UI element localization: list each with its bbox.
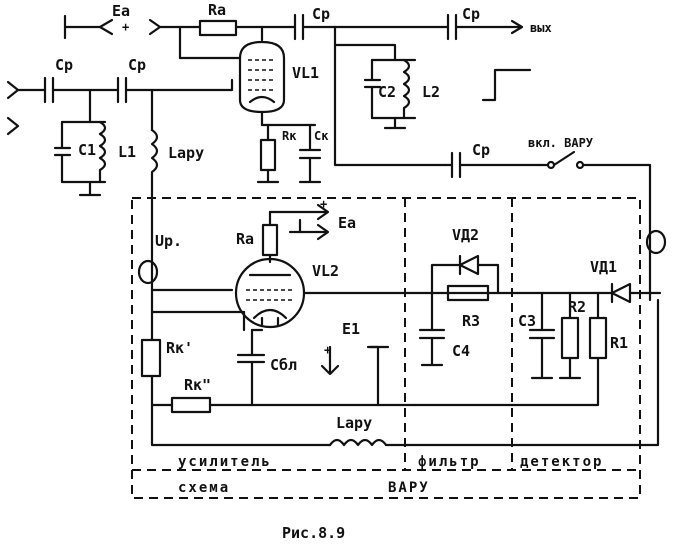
caption-filter: фильтр [418, 454, 481, 470]
resistor-r3 [446, 284, 490, 302]
diode-vd2 [430, 254, 500, 295]
label-r1: R1 [610, 334, 628, 352]
dashed-box-varu [131, 197, 641, 499]
label-l2: L2 [422, 83, 440, 101]
label-cp2: Cр [462, 5, 480, 23]
tank-l1-c1 [53, 88, 107, 197]
input-connector [6, 76, 120, 136]
label-c2: C2 [378, 83, 396, 101]
caption-amplifier: усилитель [178, 454, 272, 470]
caption-detector: детектор [520, 454, 603, 470]
label-out: вых [530, 21, 552, 35]
capacitor-c4 [418, 291, 446, 367]
capacitor-cp5 [443, 151, 542, 179]
figure-caption: Рис.8.9 [282, 524, 345, 542]
label-vl2: VL2 [312, 262, 339, 280]
label-e1: E1 [342, 320, 360, 338]
label-c4: C4 [452, 342, 470, 360]
label-switch: вкл. ВАРУ [528, 136, 594, 150]
label-c1: C1 [78, 141, 96, 159]
capacitor-cp2 [333, 13, 524, 41]
label-vl1: VL1 [292, 64, 319, 82]
tube-vl2 [234, 257, 306, 329]
label-c3: C3 [518, 312, 536, 330]
label-cp1: Cр [312, 5, 330, 23]
label-rk1: Rк' [166, 339, 193, 357]
svg-text:+: + [324, 343, 331, 357]
label-ck: Cк [314, 129, 329, 143]
diode-vd1 [610, 282, 662, 304]
label-vd2: VД2 [452, 226, 479, 244]
caption-scheme: схема [178, 480, 230, 496]
label-l1: L1 [118, 143, 136, 161]
resistor-ra-top [178, 19, 264, 60]
inductor-lapr [150, 88, 159, 182]
resistor-ra2 [261, 203, 330, 264]
test-point-ur [137, 178, 159, 342]
label-ra-top: Rа [208, 1, 226, 19]
detector-load [413, 291, 608, 407]
svg-text:+: + [122, 20, 129, 34]
supply-e1: + [320, 343, 390, 407]
label-lapr: Lару [168, 144, 204, 162]
label-rk2: Rк" [184, 376, 211, 394]
label-rk: Rк [282, 129, 297, 143]
label-vd1: VД1 [590, 258, 617, 276]
supply-ea-top: + [63, 14, 182, 40]
label-cbl: Cбл [270, 356, 297, 374]
capacitor-cp4 [116, 76, 234, 104]
label-r2: R2 [568, 298, 586, 316]
label-up: Uр. [155, 232, 182, 250]
switch-varu [538, 150, 652, 235]
caption-varu: ВАРУ [388, 480, 430, 496]
step-symbol [481, 68, 532, 102]
label-lapr2: Lару [336, 414, 372, 432]
test-point-right [645, 229, 667, 302]
tube-vl1 [238, 40, 286, 127]
tank-l2-c2 [333, 25, 447, 167]
inductor-lapr2 [150, 298, 660, 447]
label-cp3: Cр [55, 56, 73, 74]
wire-main [150, 288, 614, 295]
plus-ea2: + [320, 197, 327, 211]
cathode-rk-ck [256, 123, 322, 184]
label-r3: R3 [462, 312, 480, 330]
label-cp4: Cр [128, 56, 146, 74]
label-ea-top: Eа [112, 2, 130, 20]
label-ea2: Eа [338, 214, 356, 232]
label-cp5: Cр [472, 141, 490, 159]
label-ra2: Rа [236, 230, 254, 248]
capacitor-cp1 [260, 13, 337, 41]
